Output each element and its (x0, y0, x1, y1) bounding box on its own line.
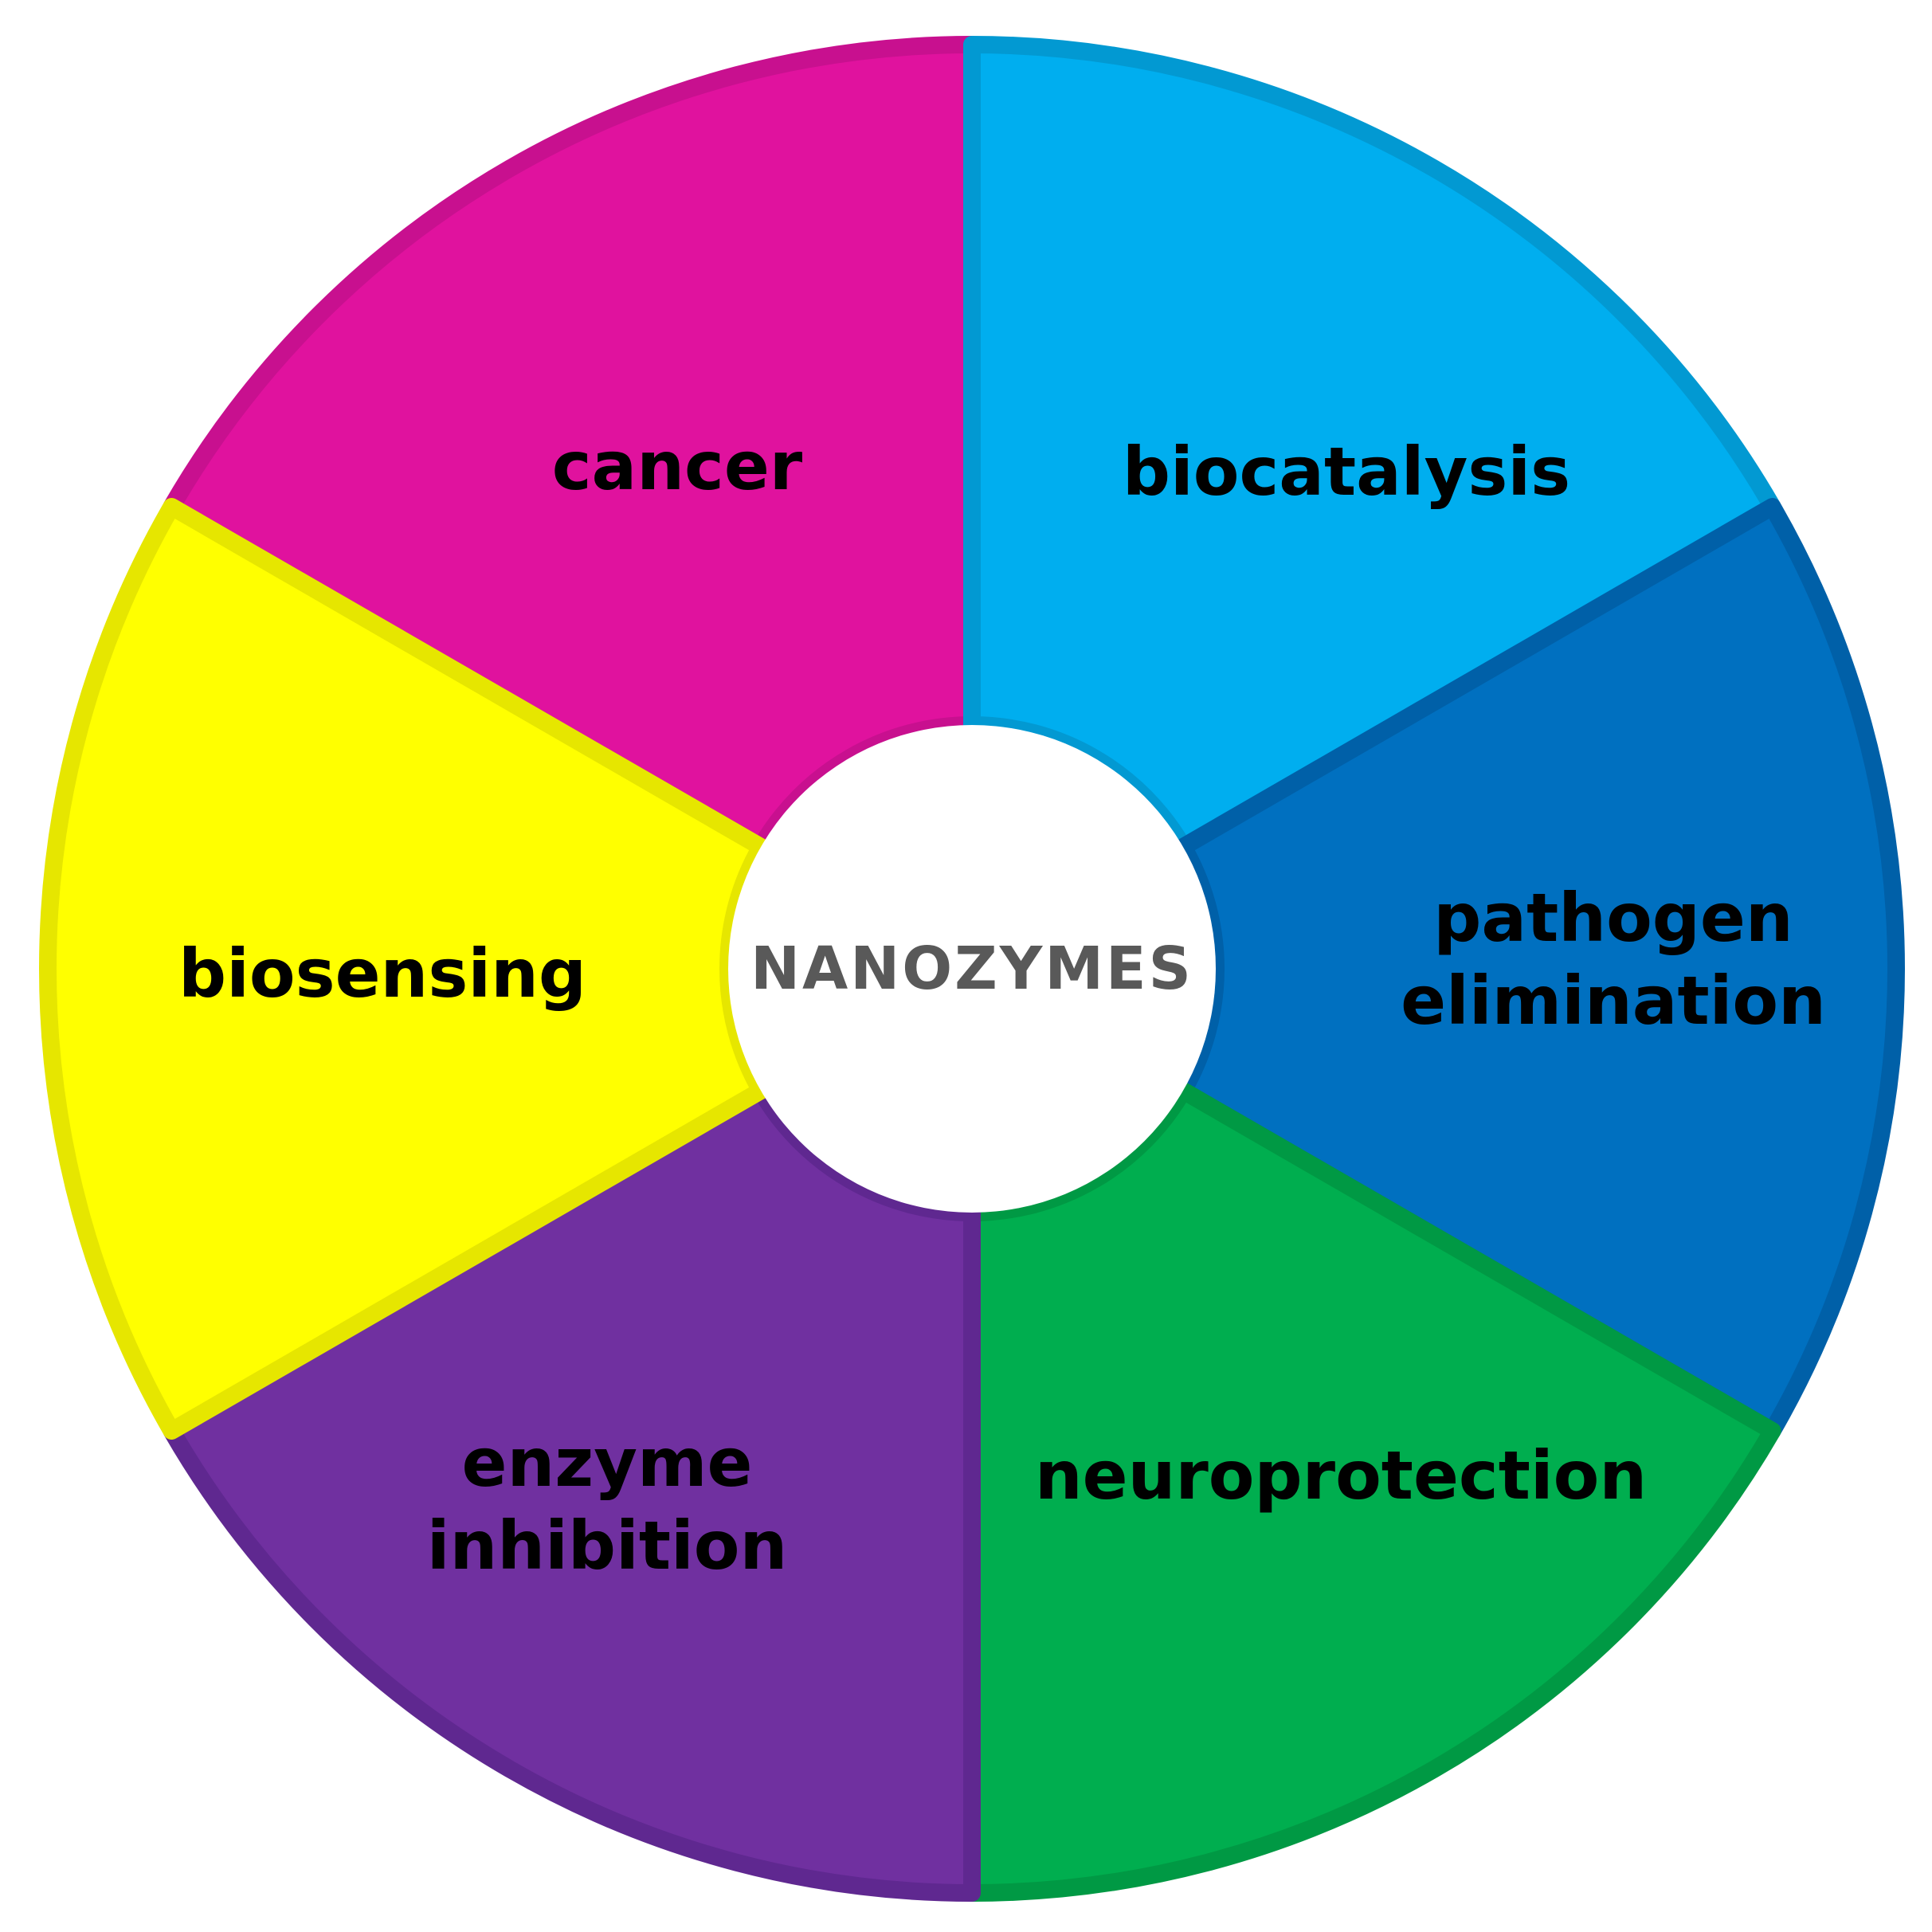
segment-label-line: pathogen (1433, 879, 1793, 957)
wheel-segments (39, 36, 1905, 1902)
segment-label-biocatalysis: biocatalysis (1123, 433, 1570, 511)
segment-label-line: biocatalysis (1123, 433, 1570, 511)
segment-label-line: biosensing (178, 935, 586, 1013)
segment-label-line: neuroprotection (1035, 1436, 1647, 1515)
center-label: NANOZYMES (750, 935, 1193, 1003)
segment-label-neuroprotection: neuroprotection (1035, 1436, 1647, 1515)
center-circle (728, 725, 1216, 1213)
segment-label-line: elimination (1401, 962, 1826, 1040)
segment-label-line: inhibition (427, 1507, 788, 1585)
segment-label-cancer: cancer (552, 427, 803, 505)
segment-label-biosensing: biosensing (178, 935, 586, 1013)
segment-label-line: enzyme (462, 1424, 753, 1502)
segment-label-line: cancer (552, 427, 803, 505)
